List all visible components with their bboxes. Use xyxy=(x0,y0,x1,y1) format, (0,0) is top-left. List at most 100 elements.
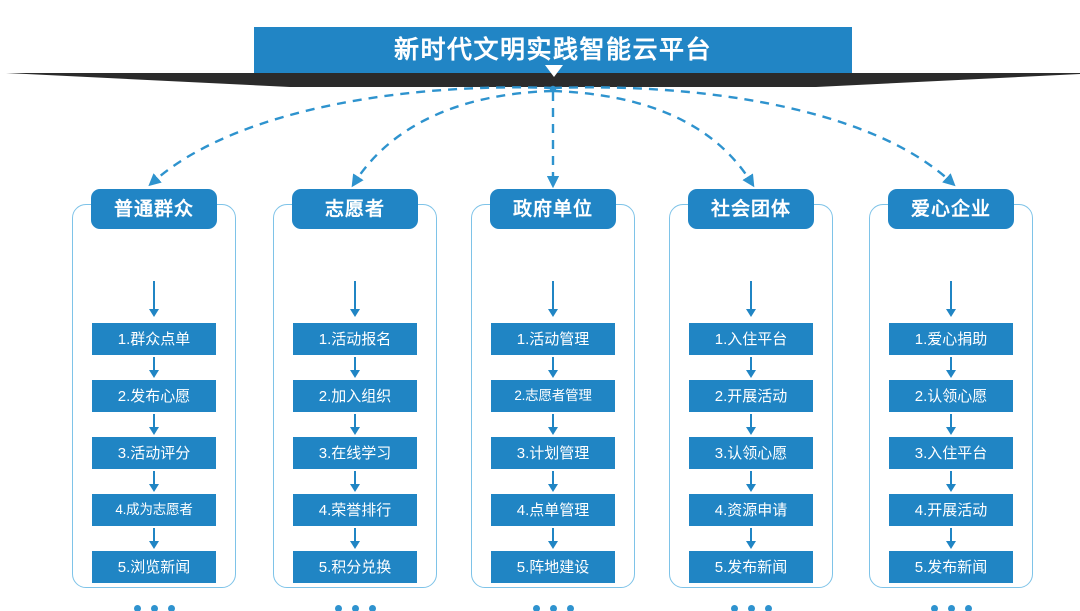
flow-arrow xyxy=(889,281,1013,323)
step-item[interactable]: 2.加入组织 xyxy=(293,380,417,412)
step-item[interactable]: 4.开展活动 xyxy=(889,494,1013,526)
step-label: 5.发布新闻 xyxy=(714,558,788,576)
step-item[interactable]: 1.爱心捐助 xyxy=(889,323,1013,355)
column-header-5[interactable]: 爱心企业 xyxy=(888,189,1014,229)
step-item[interactable]: 1.活动报名 xyxy=(293,323,417,355)
step-label: 1.爱心捐助 xyxy=(914,330,988,348)
step-label: 2.发布心愿 xyxy=(117,387,191,405)
more-items-ellipsis xyxy=(689,605,813,611)
step-item[interactable]: 2.认领心愿 xyxy=(889,380,1013,412)
step-item[interactable]: 1.群众点单 xyxy=(92,323,216,355)
column-header-label: 爱心企业 xyxy=(910,198,991,220)
triangle-down-icon xyxy=(545,65,563,77)
step-label: 3.认领心愿 xyxy=(714,444,788,462)
step-label: 2.开展活动 xyxy=(714,387,788,405)
arrow-line-icon xyxy=(949,414,953,428)
arrow-head-icon xyxy=(149,427,159,435)
flow-arrow xyxy=(491,469,615,494)
column-header-1[interactable]: 普通群众 xyxy=(91,189,217,229)
column-header-3[interactable]: 政府单位 xyxy=(490,189,616,229)
step-item[interactable]: 4.资源申请 xyxy=(689,494,813,526)
arrow-line-icon xyxy=(749,528,753,542)
step-item[interactable]: 4.点单管理 xyxy=(491,494,615,526)
flow-arrow xyxy=(92,281,216,323)
step-item[interactable]: 2.志愿者管理 xyxy=(491,380,615,412)
arrow-head-icon xyxy=(548,541,558,549)
arrow-line-icon xyxy=(353,528,357,542)
arrow-head-icon xyxy=(149,309,159,317)
step-list-4: 1.入住平台 2.开展活动 3.认领心愿 4.资源申请 xyxy=(689,281,813,611)
step-item[interactable]: 5.阵地建设 xyxy=(491,551,615,583)
step-list-1: 1.群众点单 2.发布心愿 3.活动评分 4.成为志愿者 xyxy=(92,281,216,611)
step-label: 5.阵地建设 xyxy=(516,558,590,576)
arrow-line-icon xyxy=(152,281,156,310)
step-label: 1.群众点单 xyxy=(117,330,191,348)
arrow-line-icon xyxy=(353,281,357,310)
step-item[interactable]: 1.活动管理 xyxy=(491,323,615,355)
step-item[interactable]: 5.发布新闻 xyxy=(689,551,813,583)
ellipsis-dot-icon xyxy=(351,605,359,611)
flow-arrow xyxy=(491,526,615,551)
ellipsis-dot-icon xyxy=(368,605,376,611)
column-card-4[interactable]: 社会团体 1.入住平台 2.开展活动 3.认领心愿 xyxy=(669,189,833,611)
step-label: 4.开展活动 xyxy=(914,501,988,519)
flow-arrow xyxy=(689,355,813,380)
step-item[interactable]: 5.浏览新闻 xyxy=(92,551,216,583)
step-item[interactable]: 3.认领心愿 xyxy=(689,437,813,469)
arrow-head-icon xyxy=(548,484,558,492)
step-item[interactable]: 2.开展活动 xyxy=(689,380,813,412)
arrow-line-icon xyxy=(152,357,156,371)
arrow-head-icon xyxy=(946,370,956,378)
arrow-line-icon xyxy=(749,281,753,310)
flow-arrow xyxy=(293,355,417,380)
arrow-line-icon xyxy=(749,471,753,485)
arrow-head-icon xyxy=(548,309,558,317)
step-item[interactable]: 3.计划管理 xyxy=(491,437,615,469)
step-label: 4.成为志愿者 xyxy=(115,502,193,518)
step-item[interactable]: 5.积分兑换 xyxy=(293,551,417,583)
arrow-head-icon xyxy=(746,427,756,435)
column-card-5[interactable]: 爱心企业 1.爱心捐助 2.认领心愿 3.入住平台 xyxy=(869,189,1033,611)
step-list-5: 1.爱心捐助 2.认领心愿 3.入住平台 4.开展活动 xyxy=(889,281,1013,611)
step-item[interactable]: 3.在线学习 xyxy=(293,437,417,469)
arrow-line-icon xyxy=(551,528,555,542)
step-item[interactable]: 3.活动评分 xyxy=(92,437,216,469)
step-item[interactable]: 3.入住平台 xyxy=(889,437,1013,469)
step-item[interactable]: 4.成为志愿者 xyxy=(92,494,216,526)
arrow-head-icon xyxy=(946,541,956,549)
arrow-head-icon xyxy=(149,484,159,492)
arrow-head-icon xyxy=(548,370,558,378)
ellipsis-dot-icon xyxy=(764,605,772,611)
column-header-4[interactable]: 社会团体 xyxy=(688,189,814,229)
arrow-head-icon xyxy=(746,370,756,378)
step-label: 5.发布新闻 xyxy=(914,558,988,576)
arrow-line-icon xyxy=(949,528,953,542)
more-items-ellipsis xyxy=(293,605,417,611)
flow-arrow xyxy=(92,469,216,494)
ellipsis-dot-icon xyxy=(964,605,972,611)
column-header-2[interactable]: 志愿者 xyxy=(292,189,418,229)
flow-arrow xyxy=(689,281,813,323)
arrow-line-icon xyxy=(749,357,753,371)
step-label: 4.资源申请 xyxy=(714,501,788,519)
column-header-label: 社会团体 xyxy=(710,198,791,220)
column-card-3[interactable]: 政府单位 1.活动管理 2.志愿者管理 3.计划管理 xyxy=(471,189,635,611)
step-item[interactable]: 5.发布新闻 xyxy=(889,551,1013,583)
step-item[interactable]: 1.入住平台 xyxy=(689,323,813,355)
step-label: 2.志愿者管理 xyxy=(514,388,592,404)
column-card-2[interactable]: 志愿者 1.活动报名 2.加入组织 3.在线学习 xyxy=(273,189,437,611)
flow-arrow xyxy=(689,469,813,494)
arrow-line-icon xyxy=(949,357,953,371)
arrow-line-icon xyxy=(353,471,357,485)
arrow-head-icon xyxy=(350,484,360,492)
banner-ribbon-shadow xyxy=(6,73,1080,87)
step-item[interactable]: 2.发布心愿 xyxy=(92,380,216,412)
column-card-1[interactable]: 普通群众 1.群众点单 2.发布心愿 3.活动评分 xyxy=(72,189,236,611)
arrow-head-icon xyxy=(350,427,360,435)
step-label: 4.荣誉排行 xyxy=(318,501,392,519)
step-item[interactable]: 4.荣誉排行 xyxy=(293,494,417,526)
arrow-head-icon xyxy=(149,541,159,549)
step-label: 5.浏览新闻 xyxy=(117,558,191,576)
flow-arrow xyxy=(92,526,216,551)
